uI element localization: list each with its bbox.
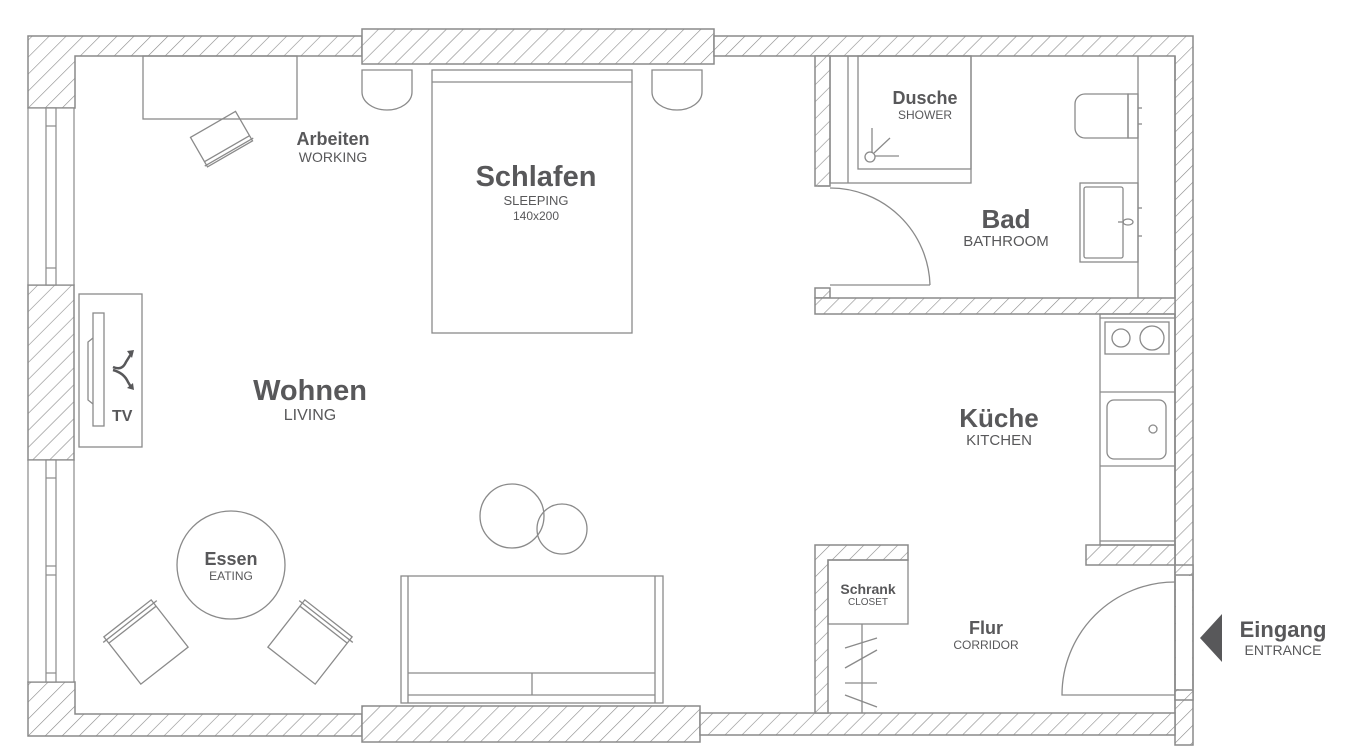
tv-swivel-icon <box>112 353 133 388</box>
nightstand-left <box>361 69 413 111</box>
bed-size: 140x200 <box>512 209 560 223</box>
bath-sink <box>1079 182 1139 263</box>
wall-top-right <box>713 35 1194 746</box>
side-table-large <box>479 483 545 549</box>
label-working: Arbeiten WORKING <box>296 129 370 165</box>
toilet-tank <box>1127 93 1139 139</box>
bed <box>431 69 633 334</box>
wall-bottom-left <box>27 681 363 737</box>
label-entrance: Eingang ENTRANCE <box>1239 617 1327 658</box>
label-bathroom: Bad BATHROOM <box>963 204 1049 250</box>
wall-bottom-middle <box>361 705 701 743</box>
entrance-arrow-icon <box>1200 614 1222 662</box>
nightstand-right <box>651 69 703 111</box>
wall-entrance-jamb-bottom <box>1174 689 1194 701</box>
label-closet: Schrank CLOSET <box>840 581 896 608</box>
walls <box>27 28 1194 746</box>
wall-bottom-right <box>699 712 1176 736</box>
windows <box>27 107 75 683</box>
wall-entrance-jamb-top <box>1174 564 1194 576</box>
wall-left-pier <box>27 284 75 461</box>
entrance-door <box>1061 581 1176 696</box>
dining-chair-left <box>102 598 190 686</box>
label-corridor: Flur CORRIDOR <box>953 618 1019 652</box>
wall-bath-left <box>814 55 831 187</box>
label-shower: Dusche SHOWER <box>892 88 958 122</box>
tv-unit <box>78 293 143 448</box>
shower-drain <box>864 151 876 163</box>
label-kitchen: Küche KITCHEN <box>959 403 1039 449</box>
tv-screen <box>92 312 105 427</box>
bathroom-door <box>829 187 931 286</box>
sofa <box>400 575 664 704</box>
wall-kitchen-stub <box>1085 544 1176 566</box>
label-eating: Essen EATING <box>204 549 258 583</box>
label-sleeping: Schlafen SLEEPING 140x200 <box>475 161 597 223</box>
wall-top-left <box>27 35 363 109</box>
wall-bath-bottom <box>814 297 1176 315</box>
office-chair <box>189 110 254 168</box>
furniture <box>78 55 1176 713</box>
closet-box <box>827 559 909 625</box>
label-living: Wohnen LIVING <box>253 375 367 424</box>
wall-bath-left-lower <box>814 287 831 299</box>
dining-chair-right <box>266 598 354 686</box>
wall-top-middle <box>361 28 715 65</box>
desk <box>142 55 298 120</box>
side-table-small <box>536 503 588 555</box>
kitchen-counter <box>1099 313 1176 546</box>
toilet <box>1074 93 1129 139</box>
kitchen-sink <box>1106 399 1167 460</box>
cooktop <box>1104 321 1170 355</box>
dining-table <box>176 510 286 620</box>
tv-label: TV <box>112 408 133 425</box>
